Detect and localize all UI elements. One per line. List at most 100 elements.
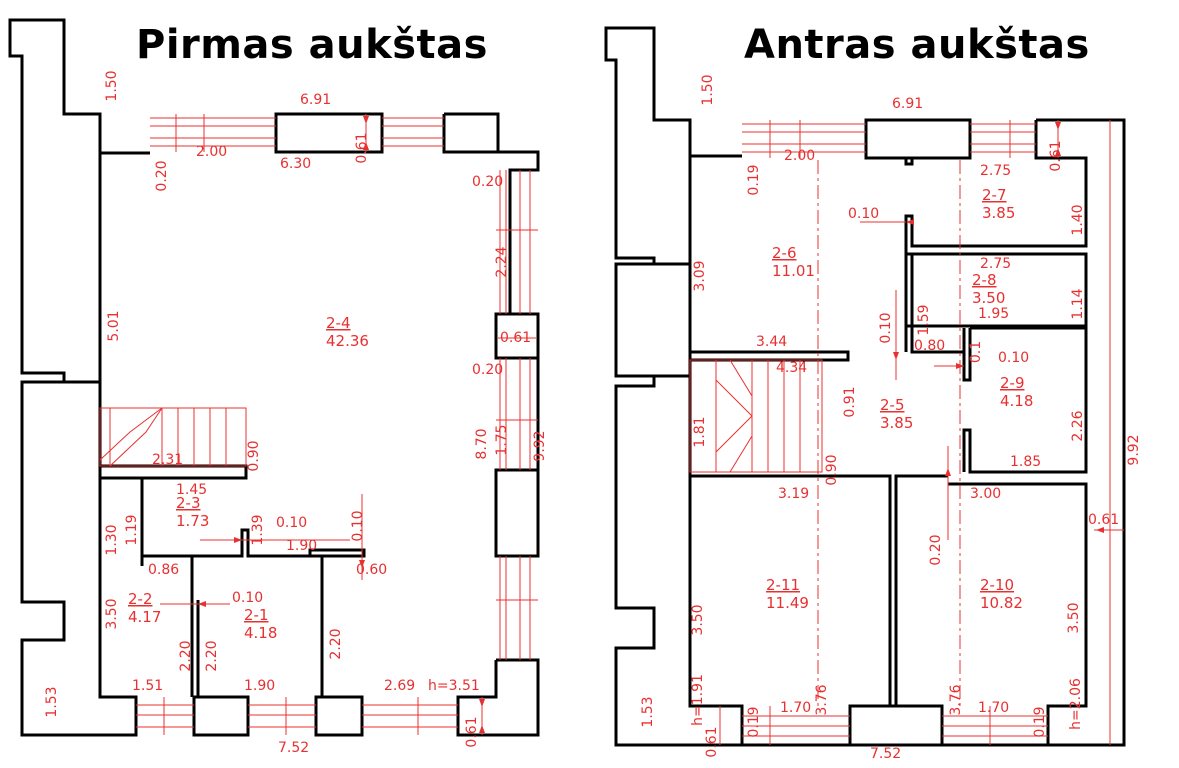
- room-id-2-6: 2-6: [772, 244, 797, 262]
- f1-right-pier-2: [494, 468, 540, 558]
- room-area-2-5: 3.85: [880, 414, 913, 432]
- room-area-2-10: 10.82: [980, 594, 1023, 612]
- f2-top-pier: [864, 118, 972, 160]
- f2-dimension-label: 0.19: [746, 164, 762, 195]
- f1-dimension-label: 0.86: [148, 562, 179, 578]
- f2-middle-wall: [690, 474, 948, 708]
- f2-dimension-label: h=1.91: [690, 674, 706, 726]
- f2-bottom-pier: [848, 704, 944, 747]
- f1-dimension-label: 6.91: [300, 92, 331, 108]
- room-id-2-2: 2-2: [128, 590, 153, 608]
- f2-dimension-lines: [719, 120, 1124, 745]
- f2-dimension-label: 9.92: [1126, 434, 1142, 465]
- f1-dimension-label: 1.45: [176, 482, 207, 498]
- f2-dimension-label: 3.00: [970, 486, 1001, 502]
- dimension-arrow: [1055, 122, 1061, 130]
- f1-dimension-label: 8.70: [474, 428, 490, 459]
- room-id-2-1: 2-1: [244, 606, 269, 624]
- f1-dimension-label: 0.20: [472, 174, 503, 190]
- f2-stair-top-wall: [690, 350, 850, 362]
- f2-dimension-label: 0.61: [1088, 512, 1119, 528]
- dimension-arrow: [945, 468, 951, 476]
- f1-dimension-label: 6.30: [280, 156, 311, 172]
- f2-outer-wall-left: [604, 26, 744, 747]
- f2-dimension-label: 2.00: [784, 148, 815, 164]
- f1-dimension-label: 1.30: [104, 524, 120, 555]
- f2-dimension-label: 0.1: [968, 341, 984, 363]
- f2-dimension-label: 7.52: [870, 746, 901, 762]
- f1-bottom-right-pier: [456, 658, 540, 737]
- f1-dimension-label: 0.10: [350, 510, 366, 541]
- f2-room29-pier: [962, 328, 972, 382]
- room-id-2-8: 2-8: [972, 271, 997, 289]
- dimension-arrow: [893, 352, 899, 360]
- f1-dimension-label: 1.90: [286, 538, 317, 554]
- f2-dimension-label: 1.95: [978, 306, 1009, 322]
- f2-dimension-label: 3.09: [692, 260, 708, 291]
- f2-room28-lower: [910, 254, 964, 354]
- room-area-2-1: 4.18: [244, 624, 277, 642]
- f2-dimension-label: 0.61: [704, 726, 720, 757]
- dimension-arrow: [198, 601, 206, 607]
- f2-dimension-label: 0.19: [1032, 706, 1048, 737]
- floor-title-2: Antras aukštas: [744, 22, 1090, 68]
- f1-stairs: [99, 407, 247, 467]
- room-area-2-4: 42.36: [326, 332, 369, 350]
- f2-dimension-label: 6.91: [892, 96, 923, 112]
- f1-dimension-label: 2.20: [178, 640, 194, 671]
- f1-dimension-label: 0.90: [246, 440, 262, 471]
- f2-dimension-label: 1.50: [700, 74, 716, 105]
- room-area-2-11: 11.49: [766, 594, 809, 612]
- f2-dimension-label: 1.85: [1010, 454, 1041, 470]
- f2-dimension-label: 2.26: [1070, 410, 1086, 441]
- room-area-2-9: 4.18: [1000, 392, 1033, 410]
- f2-room27-wall: [904, 120, 1088, 352]
- f2-dimension-label: 1.53: [640, 696, 656, 727]
- dimension-arrow: [363, 116, 369, 124]
- dimension-arrow: [1055, 148, 1061, 156]
- room-area-2-7: 3.85: [982, 204, 1015, 222]
- f2-dimension-label: 3.50: [690, 604, 706, 635]
- f2-dimension-label: 2.75: [980, 256, 1011, 272]
- f1-dimension-label: h=3.51: [428, 678, 480, 694]
- f1-dimension-label: 1.90: [244, 678, 275, 694]
- f2-dimension-label: 0.10: [848, 206, 879, 222]
- f2-dimension-label: 1.81: [692, 416, 708, 447]
- f2-dimension-label: 1.40: [1070, 204, 1086, 235]
- f2-dimension-label: 3.19: [778, 486, 809, 502]
- f2-right-outer-wall: [948, 118, 1126, 747]
- f1-dimension-label: 0.61: [500, 330, 531, 346]
- dimension-arrow: [234, 537, 242, 543]
- f2-dimension-label: 0.10: [998, 350, 1029, 366]
- dimension-arrow: [359, 560, 365, 568]
- f1-dimension-label: 5.01: [106, 310, 122, 341]
- f1-outer-wall-left: [8, 18, 150, 737]
- f1-bottom-pier-1: [192, 695, 250, 737]
- room-id-2-10: 2-10: [980, 576, 1014, 594]
- f2-dimension-label: 0.91: [842, 386, 858, 417]
- f1-dimension-label: 1.75: [494, 424, 510, 455]
- floor-2-plan: [604, 26, 1126, 747]
- dimension-arrow: [363, 142, 369, 150]
- f1-dimension-label: 2.24: [494, 246, 510, 277]
- dimension-arrow: [479, 699, 485, 707]
- f2-windows: [742, 120, 1048, 745]
- f2-dimension-label: 0.80: [914, 338, 945, 354]
- f1-dimension-label: 1.50: [104, 70, 120, 101]
- f2-dimension-label: 0.90: [824, 454, 840, 485]
- f1-dimension-label: 1.53: [44, 686, 60, 717]
- f2-dimension-label: 0.20: [928, 534, 944, 565]
- room-id-2-5: 2-5: [880, 396, 905, 414]
- f1-dimension-label: 2.31: [152, 452, 183, 468]
- f1-windows: [136, 114, 538, 735]
- f1-dimension-label: 0.10: [232, 590, 263, 606]
- room-area-2-6: 11.01: [772, 262, 815, 280]
- f1-top-right-wall: [444, 112, 540, 316]
- f1-dimension-label: 2.20: [204, 640, 220, 671]
- room-id-2-9: 2-9: [1000, 374, 1025, 392]
- floor-1-plan: [8, 18, 540, 737]
- f1-dimension-label: 2.20: [328, 628, 344, 659]
- f2-dimension-label: 1.70: [978, 700, 1009, 716]
